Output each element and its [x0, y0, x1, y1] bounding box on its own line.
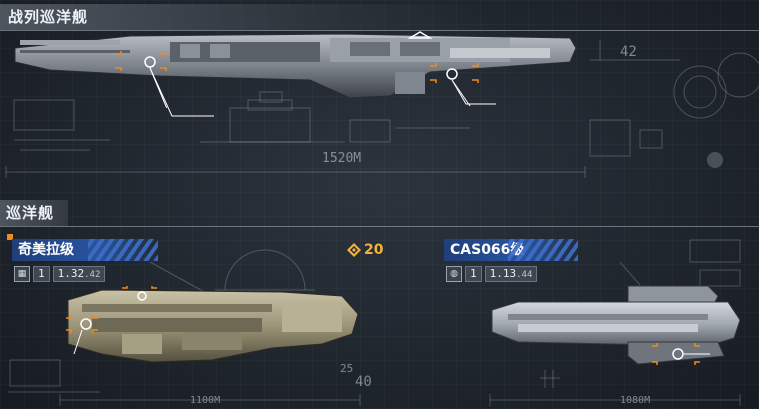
section-divider-cruiser [0, 226, 759, 227]
selection-marker [7, 234, 13, 240]
blueprint-icon: ▦ [14, 266, 30, 282]
stat-sub-chimera: .42 [84, 270, 101, 280]
stat-value-chimera: 1.32.42 [52, 266, 106, 282]
card-hatch-decoration [88, 239, 158, 261]
dimension-label-bottom-small: 25 [340, 362, 354, 375]
dimension-label-right: 42 [620, 44, 637, 60]
stat-level-cas066: 1 [465, 266, 482, 282]
globe-icon: ◍ [446, 266, 462, 282]
section-title-cruiser: 巡洋舰 [6, 204, 55, 222]
coin-icon [347, 243, 361, 257]
section-title-battlecruiser: 战列巡洋舰 [8, 8, 89, 26]
cost-value: 20 [364, 242, 384, 258]
ship-card-cas066[interactable]: CAS066级 [444, 239, 578, 261]
ship-card-chimera[interactable]: 奇美拉级 [12, 239, 158, 261]
battlecruiser-ship[interactable] [10, 28, 580, 108]
ship-stats-chimera: ▦ 1 1.32.42 [14, 266, 106, 282]
stat-value-cas066: 1.13.44 [484, 266, 538, 282]
dimension-label-bottom: 40 [355, 374, 372, 390]
card-hatch-decoration [508, 239, 578, 261]
stat-sub-cas066: .44 [516, 270, 533, 280]
chimera-cruiser-ship[interactable] [62, 284, 362, 364]
section-divider [0, 30, 759, 31]
stat-main-chimera: 1.32 [57, 267, 85, 280]
stat-main-cas066: 1.13 [489, 267, 517, 280]
section-header-battlecruiser: 战列巡洋舰 [0, 4, 488, 30]
cas066-cruiser-ship[interactable] [488, 280, 748, 370]
ship-stats-cas066: ◍ 1 1.13.44 [446, 266, 538, 282]
length-label-top: 1520M [322, 151, 362, 166]
section-header-cruiser: 巡洋舰 [0, 200, 68, 226]
ship-name-cas066: CAS066级 [450, 242, 525, 258]
length-label-right: 1080M [620, 395, 651, 406]
ship-name-chimera: 奇美拉级 [18, 242, 74, 258]
length-label-left: 1100M [190, 395, 221, 406]
stat-level-chimera: 1 [33, 266, 50, 282]
cost-badge: 20 [347, 242, 383, 258]
